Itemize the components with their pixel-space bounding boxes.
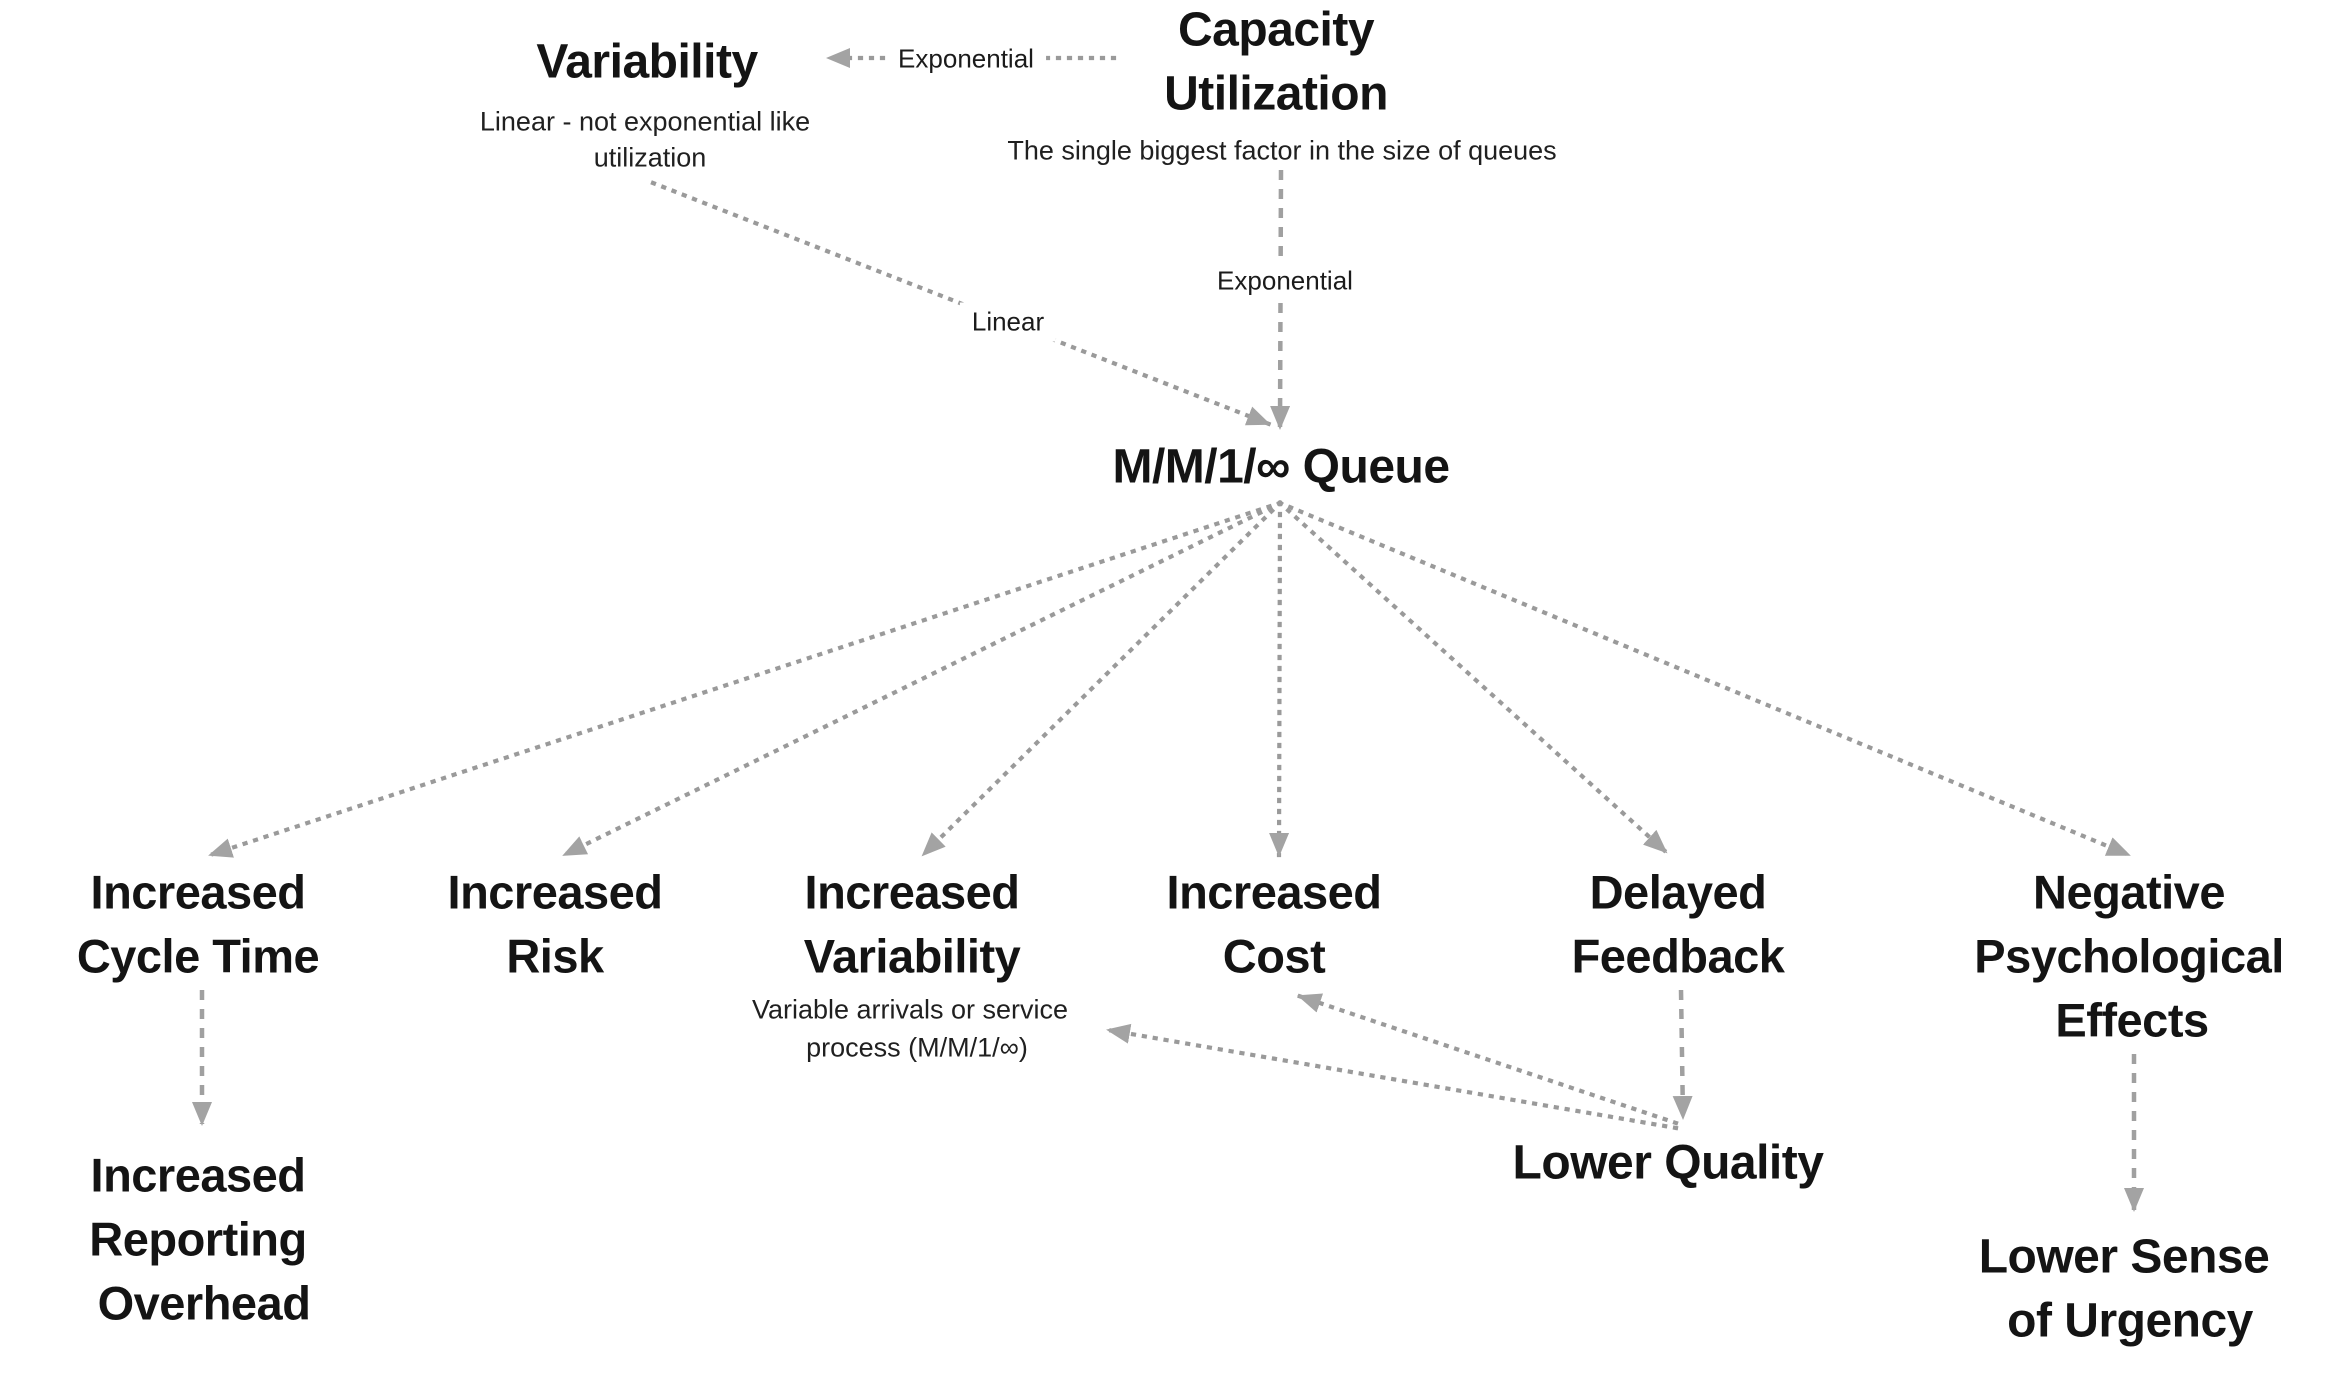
node-reporting-title-line3: Overhead bbox=[97, 1276, 311, 1330]
node-reporting-title-line2: Reporting bbox=[89, 1212, 307, 1266]
edge-queue-to-cost bbox=[1269, 500, 1290, 858]
node-variability-title: Variability bbox=[536, 35, 758, 89]
node-cycle-time-title-line1: Increased bbox=[90, 865, 306, 919]
node-psych-title-line1: Negative bbox=[2033, 865, 2225, 919]
edge-label-linear: Linear bbox=[959, 302, 1057, 342]
edge-queue-to-risk bbox=[561, 500, 1283, 858]
node-queue-title: M/M/1/∞ Queue bbox=[1112, 440, 1450, 494]
node-cost-title-line2: Cost bbox=[1222, 929, 1326, 983]
node-psych-title-line3: Effects bbox=[2055, 993, 2209, 1047]
node-quality-title: Lower Quality bbox=[1512, 1136, 1824, 1190]
edge-queue-to-variability-effect bbox=[920, 500, 1283, 858]
node-variability-effect-title-line2: Variability bbox=[803, 929, 1021, 983]
node-capacity-title-line1: Capacity bbox=[1177, 3, 1375, 57]
edge-quality-to-variability-effect bbox=[1105, 1023, 1679, 1131]
edge-label-exponential-top: Exponential bbox=[886, 39, 1046, 79]
node-psych-title-line2: Psychological bbox=[1974, 929, 2284, 983]
node-variability-effect-subtitle-line1: Variable arrivals or service bbox=[751, 994, 1069, 1025]
node-cycle-time-title-line2: Cycle Time bbox=[76, 929, 320, 983]
node-capacity-title-line2: Utilization bbox=[1164, 67, 1388, 121]
node-risk-title-line1: Increased bbox=[447, 865, 663, 919]
node-variability-effect-subtitle-line2: process (M/M/1/∞) bbox=[806, 1032, 1028, 1063]
edge-feedback-to-quality bbox=[1672, 989, 1693, 1120]
edge-queue-to-cycle-time bbox=[207, 500, 1283, 858]
edge-queue-to-psych bbox=[1277, 500, 2132, 858]
edge-quality-to-cost bbox=[1296, 993, 1679, 1126]
node-variability-effect-title-line1: Increased bbox=[804, 865, 1020, 919]
edge-capacity-to-queue bbox=[1270, 169, 1291, 430]
edge-label-exponential-mid: Exponential bbox=[1205, 261, 1365, 301]
node-capacity-subtitle: The single biggest factor in the size of… bbox=[1007, 135, 1557, 166]
node-reporting-title-line1: Increased bbox=[90, 1148, 306, 1202]
node-feedback-title-line1: Delayed bbox=[1589, 865, 1767, 919]
node-urgency-title-line2: of Urgency bbox=[2007, 1294, 2253, 1348]
edge-queue-to-feedback bbox=[1277, 500, 1669, 855]
node-variability-subtitle-line2: utilization bbox=[593, 142, 707, 173]
node-variability-subtitle-line1: Linear - not exponential like bbox=[479, 106, 811, 137]
node-risk-title-line2: Risk bbox=[506, 929, 604, 983]
node-feedback-title-line2: Feedback bbox=[1571, 929, 1785, 983]
node-cost-title-line1: Increased bbox=[1166, 865, 1382, 919]
node-urgency-title-line1: Lower Sense bbox=[1978, 1230, 2270, 1284]
